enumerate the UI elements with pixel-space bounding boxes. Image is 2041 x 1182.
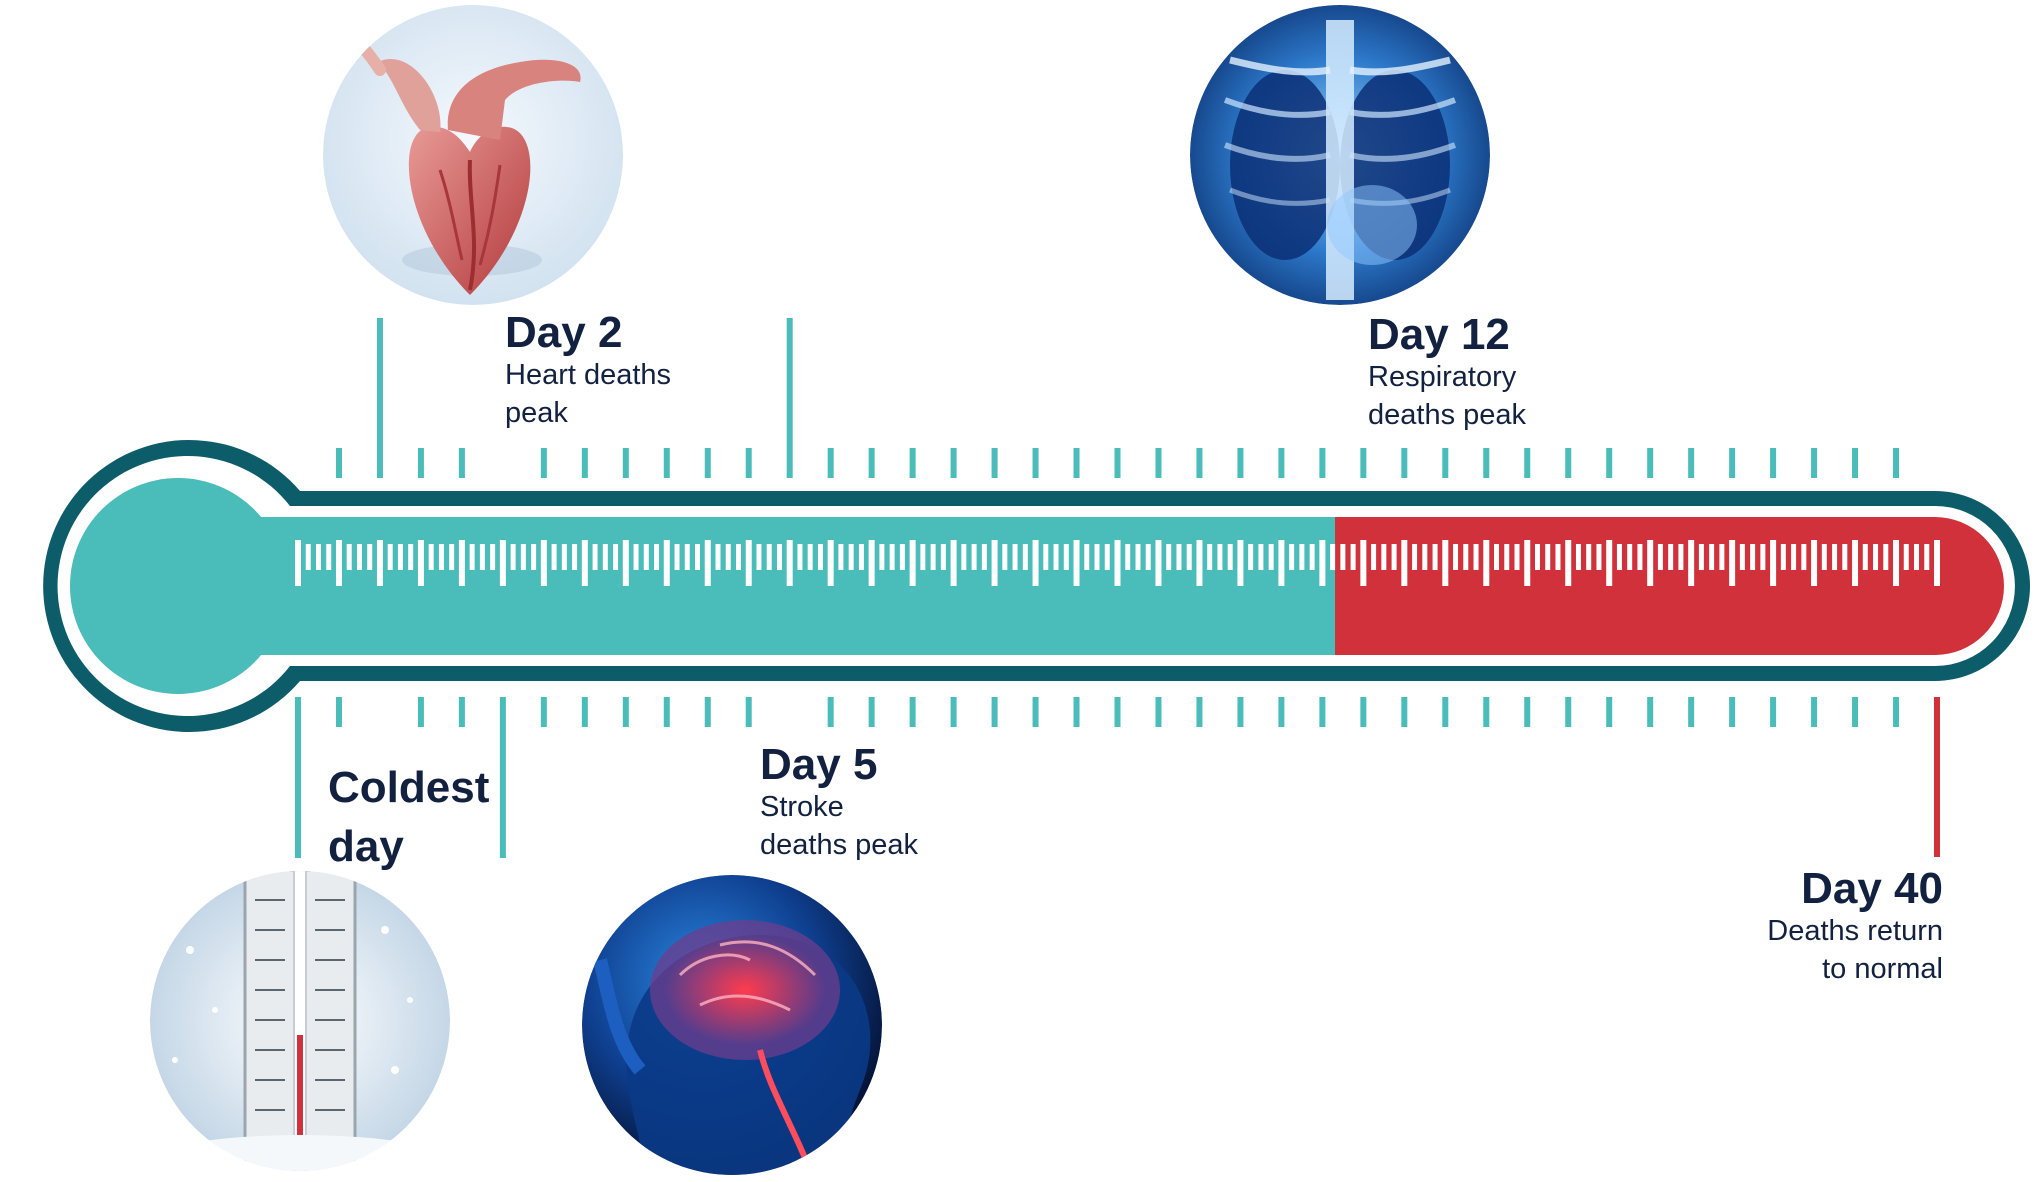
thermometer xyxy=(43,440,2030,732)
milestone-title: Day 12 xyxy=(1368,312,1526,358)
milestone-description: Stroke deaths peak xyxy=(760,788,918,865)
brain-icon xyxy=(582,875,882,1177)
heart-icon xyxy=(323,5,623,305)
inner-tick-marks xyxy=(298,540,1937,586)
milestone-day5: Day 5 Stroke deaths peak xyxy=(760,742,918,864)
milestone-description: Heart deaths peak xyxy=(505,356,671,433)
milestone-coldest-day: Coldest day xyxy=(328,758,489,877)
milestone-day2: Day 2 Heart deaths peak xyxy=(505,310,671,432)
milestone-title: Day 5 xyxy=(760,742,918,788)
milestone-description: Deaths return to normal xyxy=(1767,912,1943,989)
milestone-description: Respiratory deaths peak xyxy=(1368,358,1526,435)
future-fill xyxy=(1335,517,2004,655)
milestone-title: Day 2 xyxy=(505,310,671,356)
milestone-title: Day 40 xyxy=(1767,866,1943,912)
milestone-day40: Day 40 Deaths return to normal xyxy=(1767,866,1943,988)
thermometer-icon xyxy=(140,870,460,1177)
past-fill xyxy=(178,517,1338,655)
lungs-xray-icon xyxy=(1190,5,1490,305)
milestone-title: Coldest day xyxy=(328,758,489,877)
milestone-day12: Day 12 Respiratory deaths peak xyxy=(1368,312,1526,434)
